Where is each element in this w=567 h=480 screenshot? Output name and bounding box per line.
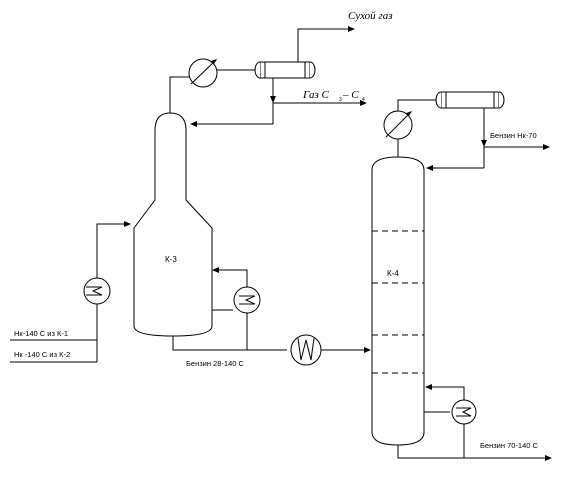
reboiler-k3 bbox=[233, 286, 261, 314]
feed-heater bbox=[83, 277, 111, 305]
reboiler-k4 bbox=[451, 399, 477, 425]
column-k3 bbox=[133, 112, 213, 337]
reflux-drum-k4 bbox=[435, 91, 505, 109]
benzin-28-140-label: Бензин 28-140 С bbox=[186, 359, 245, 368]
gas-c-label: Газ С bbox=[302, 89, 330, 101]
column-k4 bbox=[371, 156, 425, 446]
benzin-nk-70-label: Бензин Нк-70 bbox=[490, 131, 537, 140]
gas-dash-label: – С bbox=[342, 89, 359, 101]
benzin-70-140-label: Бензин 70-140 С bbox=[480, 441, 539, 450]
condenser-k3 bbox=[188, 58, 218, 88]
feed-2-label: Нк -140 С из К-2 bbox=[14, 350, 70, 359]
reflux-drum-k3 bbox=[254, 61, 316, 79]
feed-1-label: Нк-140 С из К-1 bbox=[14, 329, 68, 338]
bottoms-heater bbox=[290, 334, 322, 366]
column-k3-label: К-3 bbox=[165, 255, 177, 264]
dry-gas-label: Сухой газ bbox=[348, 10, 393, 22]
gas-c4-subscript: 4 bbox=[362, 97, 365, 103]
gas-c3-subscript: 3 bbox=[339, 97, 342, 103]
condenser-k4 bbox=[383, 110, 413, 140]
column-k4-label: К-4 bbox=[387, 269, 399, 278]
